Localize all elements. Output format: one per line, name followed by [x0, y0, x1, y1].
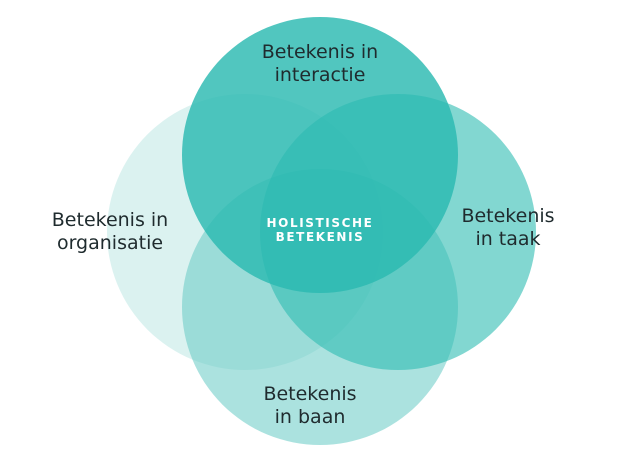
circle-interactie: [182, 17, 458, 293]
label-organisatie-line-2: organisatie: [56, 232, 164, 254]
label-interactie-line-1: Betekenis in: [261, 41, 379, 63]
label-organisatie-line-1: Betekenis in: [51, 209, 169, 231]
label-interactie-line-2: interactie: [274, 64, 366, 86]
label-baan-line-2: in baan: [274, 406, 346, 428]
center-label: HOLISTISCHE BETEKENIS: [230, 216, 410, 244]
center-label-line-2: BETEKENIS: [275, 230, 365, 244]
label-baan: Betekenis in baan: [250, 383, 370, 429]
center-label-line-1: HOLISTISCHE: [266, 216, 374, 230]
label-organisatie: Betekenis in organisatie: [25, 209, 195, 255]
label-baan-line-1: Betekenis: [263, 383, 357, 405]
label-taak: Betekenis in taak: [438, 205, 578, 251]
label-taak-line-1: Betekenis: [461, 205, 555, 227]
label-taak-line-2: in taak: [475, 228, 541, 250]
label-interactie: Betekenis in interactie: [210, 41, 430, 87]
